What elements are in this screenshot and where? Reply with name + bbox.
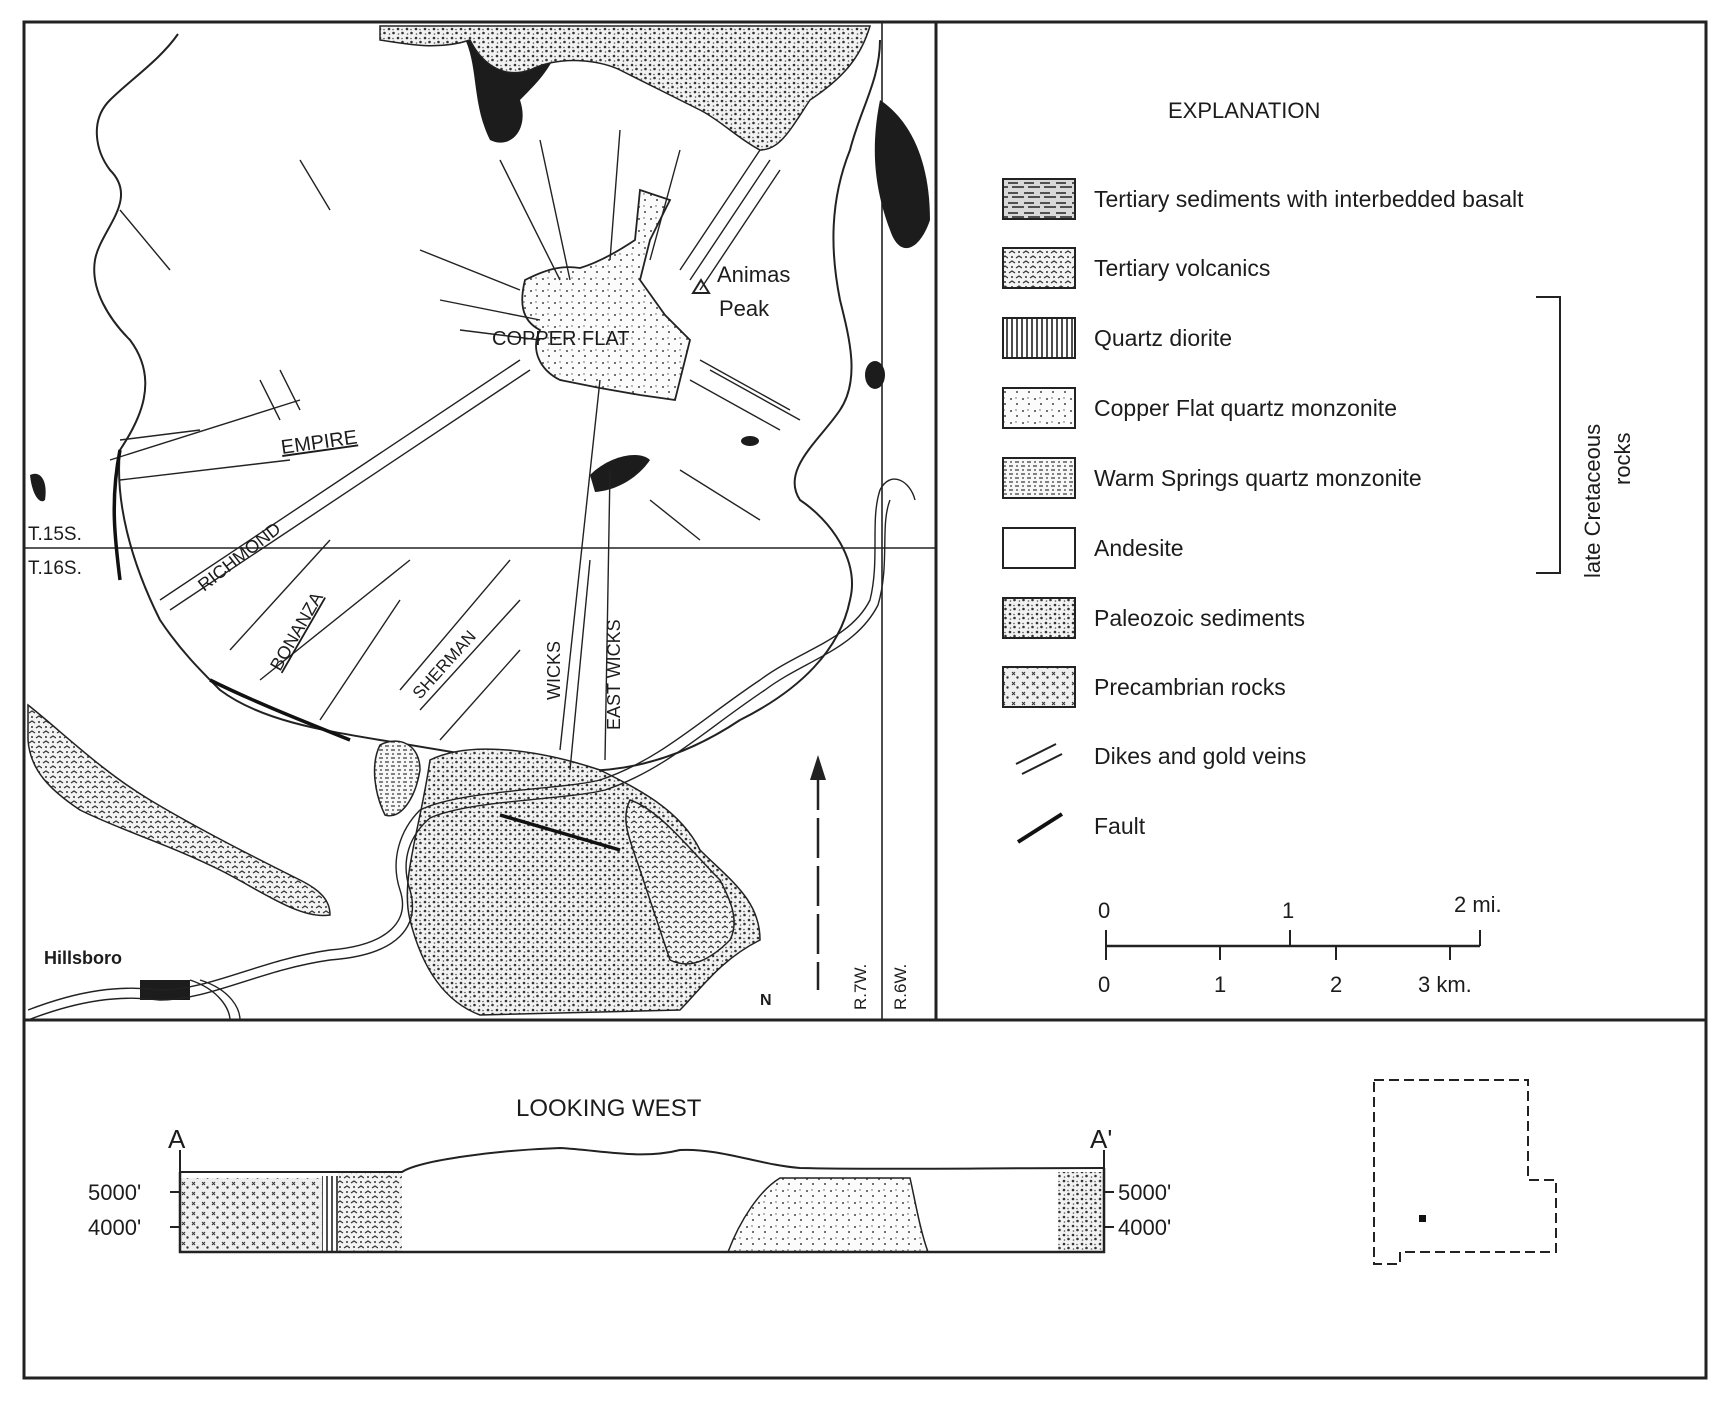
label-range-6w: R.6W. [891, 964, 910, 1010]
elevation-ticks [170, 1191, 1114, 1228]
scale-bar: 0 1 2 mi. 0 1 2 3 km. [1098, 892, 1502, 997]
dash-stipple-pattern-icon [1002, 457, 1076, 499]
sediment-basalt-pattern-icon [1002, 178, 1076, 220]
blank-pattern-icon [1002, 527, 1076, 569]
legend-item-label: Quartz diorite [1094, 325, 1232, 351]
label-hillsboro: Hillsboro [44, 948, 122, 968]
legend-panel: EXPLANATION Tertiary sediments with inte… [1002, 98, 1635, 997]
north-arrow-label: N [760, 992, 772, 1009]
section-volcanics [338, 1172, 402, 1252]
highway [27, 478, 916, 1021]
legend-item-label: Andesite [1094, 535, 1184, 561]
late-cretaceous-bracket [1536, 296, 1561, 574]
legend-item-label: Precambrian rocks [1094, 674, 1286, 700]
scale-km-label: 3 km. [1418, 972, 1472, 997]
volcanics-pattern-icon [1002, 247, 1076, 289]
warm-springs-stock [373, 740, 421, 817]
section-surface-profile [180, 1146, 1105, 1173]
sparse-stipple-pattern-icon [1002, 387, 1076, 429]
legend-item: Quartz diorite [1002, 317, 1232, 359]
scale-km-label: 1 [1214, 972, 1226, 997]
scale-km-label: 2 [1330, 972, 1342, 997]
elevation-label-right-4000: 4000' [1118, 1215, 1171, 1240]
legend-item: Tertiary sediments with interbedded basa… [1002, 178, 1524, 220]
section-quartz-diorite [322, 1176, 338, 1252]
peak-triangle-icon [691, 278, 711, 294]
legend-item: Precambrian rocks [1002, 666, 1286, 708]
label-animas-peak-2: Peak [719, 296, 770, 321]
legend-item-label: Tertiary volcanics [1094, 255, 1270, 281]
double-line-symbol-icon [1015, 743, 1063, 775]
dikes-and-veins [109, 129, 801, 771]
legend-item: Fault [1016, 812, 1146, 844]
dense-stipple-pattern-icon [1002, 597, 1076, 639]
faults [112, 449, 621, 852]
label-richmond-vein: RICHMOND [194, 518, 284, 595]
bracket-label-line2: rocks [1610, 432, 1635, 485]
section-andesite [402, 1172, 1058, 1252]
cross-section-panel: LOOKING WEST A A' 5000' 4000' 5000' 4000… [88, 1079, 1557, 1265]
section-precambrian-left [180, 1178, 330, 1252]
legend-item: Andesite [1002, 527, 1184, 569]
copper-flat-stock [521, 188, 691, 402]
cross-stipple-pattern-icon [1002, 666, 1076, 708]
section-precambrian-right [1058, 1172, 1104, 1252]
volcanics-southwest-ridge [27, 703, 331, 917]
elevation-label-right-5000: 5000' [1118, 1180, 1171, 1205]
legend-item: Tertiary volcanics [1002, 247, 1270, 289]
section-copper-flat-monzonite [726, 1177, 930, 1253]
scale-mile-label: 0 [1098, 898, 1110, 923]
label-animas-peak-1: Animas [717, 262, 790, 287]
vertical-hatch-pattern-icon [1002, 317, 1076, 359]
scale-km-label: 0 [1098, 972, 1110, 997]
legend-item-label: Fault [1094, 813, 1146, 839]
label-empire-vein: EMPIRE [280, 426, 359, 458]
scale-mile-label: 1 [1282, 898, 1294, 923]
legend-item-label: Warm Springs quartz monzonite [1094, 465, 1422, 491]
scale-mile-label: 2 mi. [1454, 892, 1502, 917]
bracket-label-line1: late Cretaceous [1580, 424, 1605, 578]
legend-item-label: Tertiary sediments with interbedded basa… [1094, 186, 1524, 212]
legend-item-label: Paleozoic sediments [1094, 605, 1305, 631]
elevation-label-left-5000: 5000' [88, 1180, 141, 1205]
paleozoic-sediments-north [379, 25, 872, 151]
label-bonanza-vein: BONANZA [266, 589, 327, 674]
legend-item: Copper Flat quartz monzonite [1002, 387, 1397, 429]
legend-item-label: Copper Flat quartz monzonite [1094, 395, 1397, 421]
label-township-15s: T.15S. [28, 524, 82, 545]
north-arrow-icon [810, 755, 826, 990]
heavy-line-symbol-icon [1016, 812, 1064, 844]
legend-item: Warm Springs quartz monzonite [1002, 457, 1422, 499]
section-end-a-prime: A' [1090, 1124, 1112, 1154]
location-marker-icon [1419, 1215, 1426, 1222]
elevation-label-left-4000: 4000' [88, 1215, 141, 1240]
label-copper-flat: COPPER FLAT [492, 328, 629, 350]
label-range-7w: R.7W. [851, 964, 870, 1010]
figure-frames [22, 20, 1708, 1380]
cross-section-title: LOOKING WEST [516, 1095, 702, 1122]
map-panel: N COPPER FLAT Animas Peak Hillsboro EMPI… [24, 22, 936, 1021]
legend-item: Paleozoic sediments [1002, 597, 1305, 639]
label-township-16s: T.16S. [28, 558, 82, 579]
legend-item-label: Dikes and gold veins [1094, 743, 1306, 769]
legend-title: EXPLANATION [1168, 98, 1320, 123]
label-east-wicks-vein: EAST WICKS [604, 619, 624, 730]
section-end-a: A [168, 1124, 186, 1154]
andesite-outline [93, 33, 881, 772]
new-mexico-outline-inset [1373, 1079, 1557, 1265]
label-wicks-vein: WICKS [544, 641, 564, 700]
legend-item: Dikes and gold veins [1015, 743, 1306, 775]
volcanics-east-patch [625, 799, 735, 965]
